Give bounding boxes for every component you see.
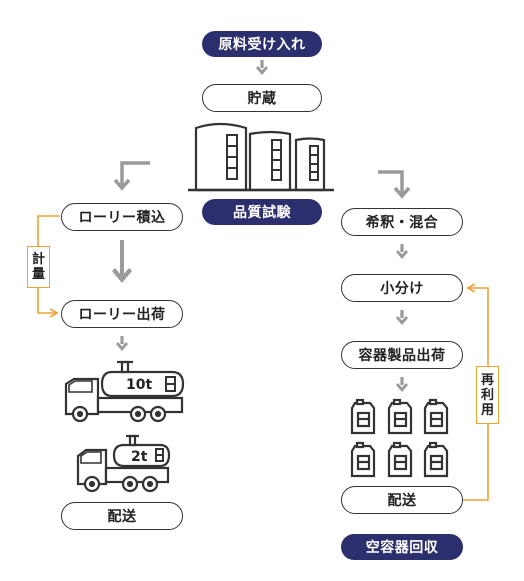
container-icon: [387, 441, 413, 478]
container-icon: [423, 441, 449, 478]
bent-arrow-left-icon: [113, 161, 150, 191]
arrow-down-icon: [396, 310, 408, 325]
node-empty-container-collection: 空容器回収: [341, 534, 463, 560]
arrow-down-icon: [396, 377, 408, 392]
node-lorry-loading: ローリー積込: [61, 203, 183, 231]
node-lorry-shipping: ローリー出荷: [61, 300, 183, 328]
bent-arrow-right-icon: [378, 170, 411, 199]
tanker-truck-small-icon: [76, 434, 171, 493]
node-storage: 貯蔵: [202, 84, 322, 112]
small-truck-capacity: 2t: [131, 449, 148, 465]
weighing-label-char-1: 計: [31, 252, 45, 267]
container-icon: [423, 398, 449, 435]
large-truck-capacity: 10t: [126, 377, 152, 393]
reuse-label-char-2: 利: [480, 387, 494, 403]
arrow-down-long-icon: [112, 240, 132, 283]
node-quality-test: 品質試験: [202, 199, 322, 225]
arrow-down-icon: [116, 336, 128, 351]
node-container-shipping: 容器製品出荷: [341, 341, 463, 369]
weighing-label-char-2: 量: [31, 267, 45, 282]
weighing-label: 計 量: [27, 246, 50, 288]
node-receiving: 原料受け入れ: [202, 31, 322, 57]
reuse-label: 再 利 用: [476, 366, 499, 424]
node-delivery-right: 配送: [341, 486, 463, 514]
tanker-truck-large-icon: [64, 360, 185, 423]
container-icon: [350, 398, 376, 435]
storage-tanks-icon: [188, 122, 334, 192]
reuse-label-char-3: 用: [480, 402, 494, 418]
node-delivery-left: 配送: [61, 502, 183, 530]
reuse-label-char-1: 再: [480, 372, 494, 388]
node-subdivision: 小分け: [341, 274, 463, 302]
container-icon: [350, 441, 376, 478]
container-icon: [387, 398, 413, 435]
arrow-down-icon: [396, 244, 408, 259]
node-dilution-mixing: 希釈・混合: [341, 208, 463, 236]
arrow-down-icon: [256, 60, 268, 75]
